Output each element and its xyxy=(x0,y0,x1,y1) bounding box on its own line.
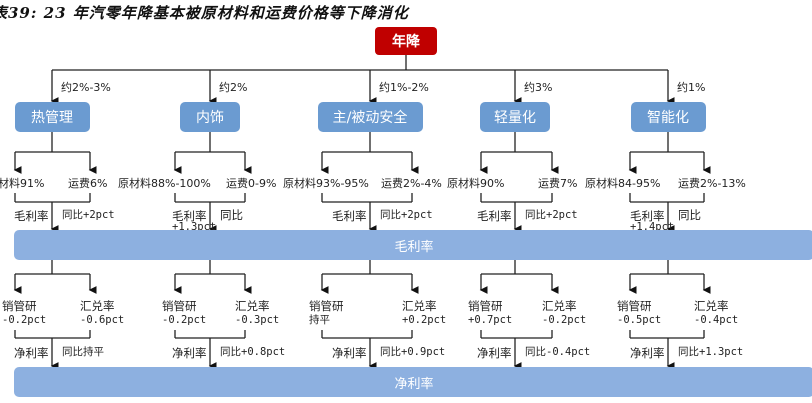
fx-label: 汇兑率 xyxy=(402,299,437,313)
material-cost-share: 原材料88%-100% xyxy=(118,177,211,190)
sga-value: -0.5pct xyxy=(617,314,662,326)
gross-margin-label: 毛利率 xyxy=(477,209,512,223)
gross-margin-yoy: 同比+2pct xyxy=(380,209,433,221)
category-node: 智能化 xyxy=(630,102,706,132)
freight-cost-share: 运费2%-13% xyxy=(678,177,746,190)
net-margin-label: 净利率 xyxy=(630,346,665,360)
sga-label: 销管研 xyxy=(617,299,652,313)
share-label: 约3% xyxy=(524,81,553,94)
gross-margin-yoy: 同比 xyxy=(220,208,243,222)
net-margin-label: 净利率 xyxy=(477,346,512,360)
net-margin-band: 净利率 xyxy=(14,367,812,397)
sga-value: -0.2pct xyxy=(2,314,47,326)
sga-value: -0.2pct xyxy=(162,314,207,326)
gross-margin-yoy: 同比+2pct xyxy=(525,209,578,221)
share-label: 约2% xyxy=(219,81,248,94)
net-margin-label: 净利率 xyxy=(14,346,49,360)
fx-value: -0.6pct xyxy=(80,314,125,326)
material-cost-share: 原材料90% xyxy=(447,177,505,190)
net-margin-label: 净利率 xyxy=(332,346,367,360)
net-margin-label: 净利率 xyxy=(172,346,207,360)
share-label: 约1% xyxy=(677,81,706,94)
freight-cost-share: 运费2%-4% xyxy=(381,177,442,190)
figure-title: 表39: 23 年汽零年降基本被原材料和运费价格等下降消化 xyxy=(0,4,409,22)
gross-margin-label: 毛利率 xyxy=(332,209,367,223)
sga-value: +0.7pct xyxy=(468,314,513,326)
root-node-annual-price-cut: 年降 xyxy=(375,27,437,55)
net-margin-yoy: 同比+1.3pct xyxy=(678,346,744,358)
material-cost-share: 材料91% xyxy=(0,177,45,190)
gross-margin-yoy: 同比+2pct xyxy=(62,209,115,221)
net-margin-yoy: 同比+0.9pct xyxy=(380,346,446,358)
fx-label: 汇兑率 xyxy=(80,299,115,313)
net-margin-yoy: 同比+0.8pct xyxy=(220,346,286,358)
fx-value: -0.3pct xyxy=(235,314,280,326)
fx-value: +0.2pct xyxy=(402,314,447,326)
freight-cost-share: 运费0-9% xyxy=(226,177,277,190)
freight-cost-share: 运费6% xyxy=(68,177,108,190)
gross-margin-label: 毛利率 xyxy=(172,209,207,223)
fx-value: -0.2pct xyxy=(542,314,587,326)
gross-margin-label: 毛利率 xyxy=(630,209,665,223)
category-node: 主/被动安全 xyxy=(317,102,423,132)
category-node: 内饰 xyxy=(180,102,240,132)
fx-label: 汇兑率 xyxy=(235,299,270,313)
fx-value: -0.4pct xyxy=(694,314,739,326)
category-node: 热管理 xyxy=(14,102,90,132)
sga-label: 销管研 xyxy=(162,299,197,313)
fx-label: 汇兑率 xyxy=(694,299,729,313)
gross-margin-band: 毛利率 xyxy=(14,230,812,260)
fx-label: 汇兑率 xyxy=(542,299,577,313)
material-cost-share: 原材料84-95% xyxy=(585,177,661,190)
sga-value: 持平 xyxy=(309,314,330,326)
material-cost-share: 原材料93%-95% xyxy=(283,177,369,190)
gross-margin-label: 毛利率 xyxy=(14,209,49,223)
sga-label: 销管研 xyxy=(468,299,503,313)
category-node: 轻量化 xyxy=(480,102,550,132)
gross-margin-yoy: 同比 xyxy=(678,208,701,222)
net-margin-yoy: 同比持平 xyxy=(62,346,104,358)
share-label: 约2%-3% xyxy=(61,81,111,94)
share-label: 约1%-2% xyxy=(379,81,429,94)
sga-label: 销管研 xyxy=(309,299,344,313)
net-margin-yoy: 同比-0.4pct xyxy=(525,346,591,358)
sga-label: 销管研 xyxy=(2,299,37,313)
freight-cost-share: 运费7% xyxy=(538,177,578,190)
